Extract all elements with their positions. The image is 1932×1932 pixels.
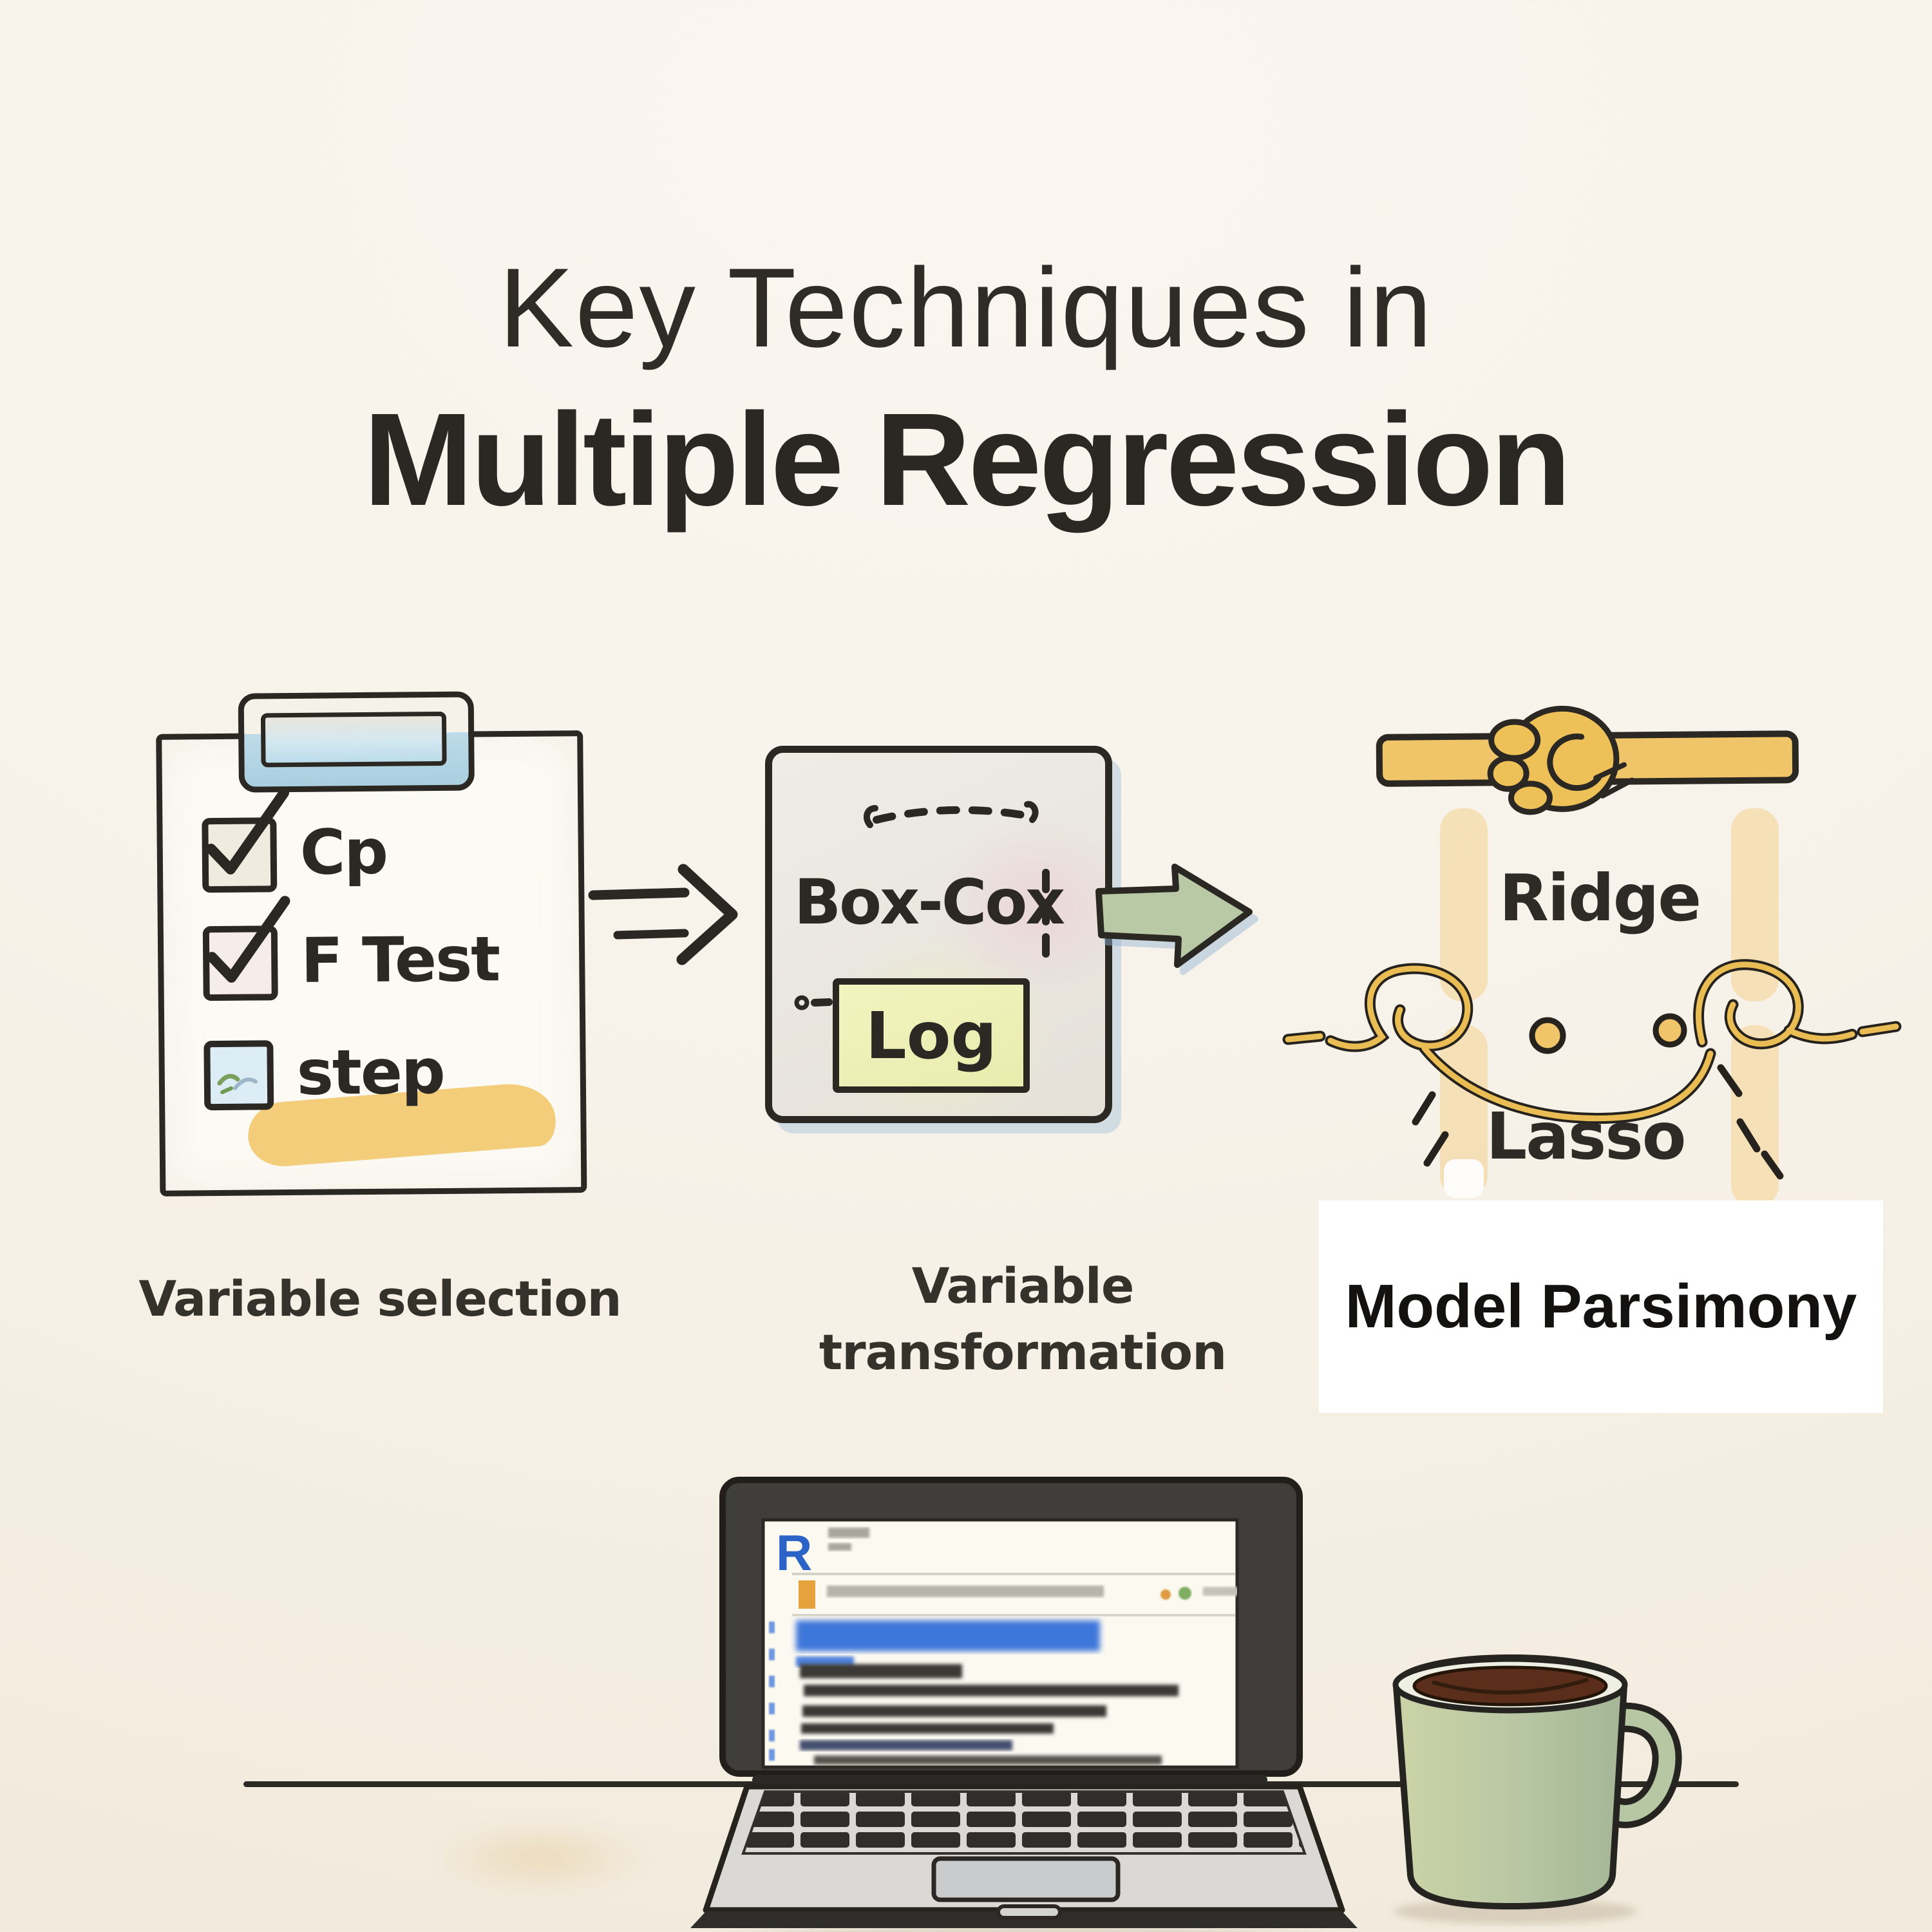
- caption-line2: transformation: [819, 1323, 1227, 1381]
- caption-variable-transformation: Variable transformation: [739, 1257, 1306, 1381]
- lasso-label: Lasso: [1486, 1099, 1687, 1174]
- watermark-strip: [1440, 808, 1488, 1001]
- arrow-right-icon: [588, 864, 738, 965]
- watermark-strip: [1731, 1025, 1779, 1207]
- rope-knot-icon: [1376, 705, 1799, 815]
- laptop-illustration: R: [690, 1477, 1358, 1932]
- checklist-row-ftest: F Test: [202, 896, 500, 1001]
- checkbox-icon: [204, 1040, 274, 1111]
- screen-blue-heading-smear: [796, 1620, 1100, 1651]
- screen-orange-chip: [799, 1580, 815, 1609]
- clipboard-illustration: Cp F Test step: [156, 690, 587, 1197]
- laptop-keyboard: [741, 1790, 1307, 1855]
- mug-handle: [1605, 1709, 1676, 1822]
- sketch-mark-icon: [217, 1074, 258, 1094]
- checklist-row-cp: Cp: [202, 788, 388, 894]
- checkbox-icon: [202, 788, 289, 893]
- box-cox-label: Box-Cox: [794, 866, 1065, 938]
- dashed-arc: [873, 806, 1032, 824]
- model-parsimony-label: Model Parsimony: [1345, 1272, 1857, 1341]
- checkbox-label: step: [296, 1035, 445, 1109]
- watermark-strip: [1440, 1025, 1488, 1198]
- checkbox-label: Cp: [299, 815, 388, 889]
- checklist-row-step: step: [204, 1036, 444, 1113]
- log-box: Log: [833, 978, 1030, 1093]
- screen-gutter-marks: [769, 1622, 775, 1761]
- page-title-line1: Key Techniques in: [498, 245, 1434, 371]
- checkbox-label: F Test: [300, 923, 500, 997]
- laptop-latch: [996, 1904, 1062, 1920]
- caption-line1: Variable: [911, 1257, 1135, 1314]
- mug-coffee: [1412, 1665, 1608, 1707]
- ridge-label: Ridge: [1499, 860, 1701, 936]
- transformation-card: Box-Cox Log: [765, 746, 1112, 1123]
- check-mark-icon: [207, 896, 290, 983]
- checkbox-icon: [202, 896, 290, 1001]
- screen-text-smears: [800, 1664, 1179, 1765]
- page-title-line2: Multiple Regression: [363, 386, 1571, 533]
- clipboard-clip: [238, 691, 475, 793]
- clipboard-clip-inner: [260, 711, 447, 768]
- rope-tail-dashes: [1412, 1064, 1784, 1180]
- laptop-trackpad: [931, 1856, 1121, 1902]
- screen-content: R: [769, 1524, 1237, 1765]
- check-mark-icon: [205, 788, 289, 875]
- caption-variable-selection: Variable selection: [138, 1270, 621, 1327]
- desk-shadow: [386, 1803, 696, 1913]
- r-logo: R: [776, 1524, 812, 1581]
- lasso-rope-icon: [1282, 959, 1902, 1180]
- log-label: Log: [865, 998, 997, 1074]
- model-parsimony-card: Model Parsimony: [1319, 1200, 1883, 1413]
- arrow-right-filled-icon: [1095, 864, 1253, 968]
- laptop-hinge: [752, 1775, 1267, 1785]
- coffee-swirl: [1432, 1678, 1589, 1694]
- coffee-mug-icon: [1392, 1654, 1682, 1924]
